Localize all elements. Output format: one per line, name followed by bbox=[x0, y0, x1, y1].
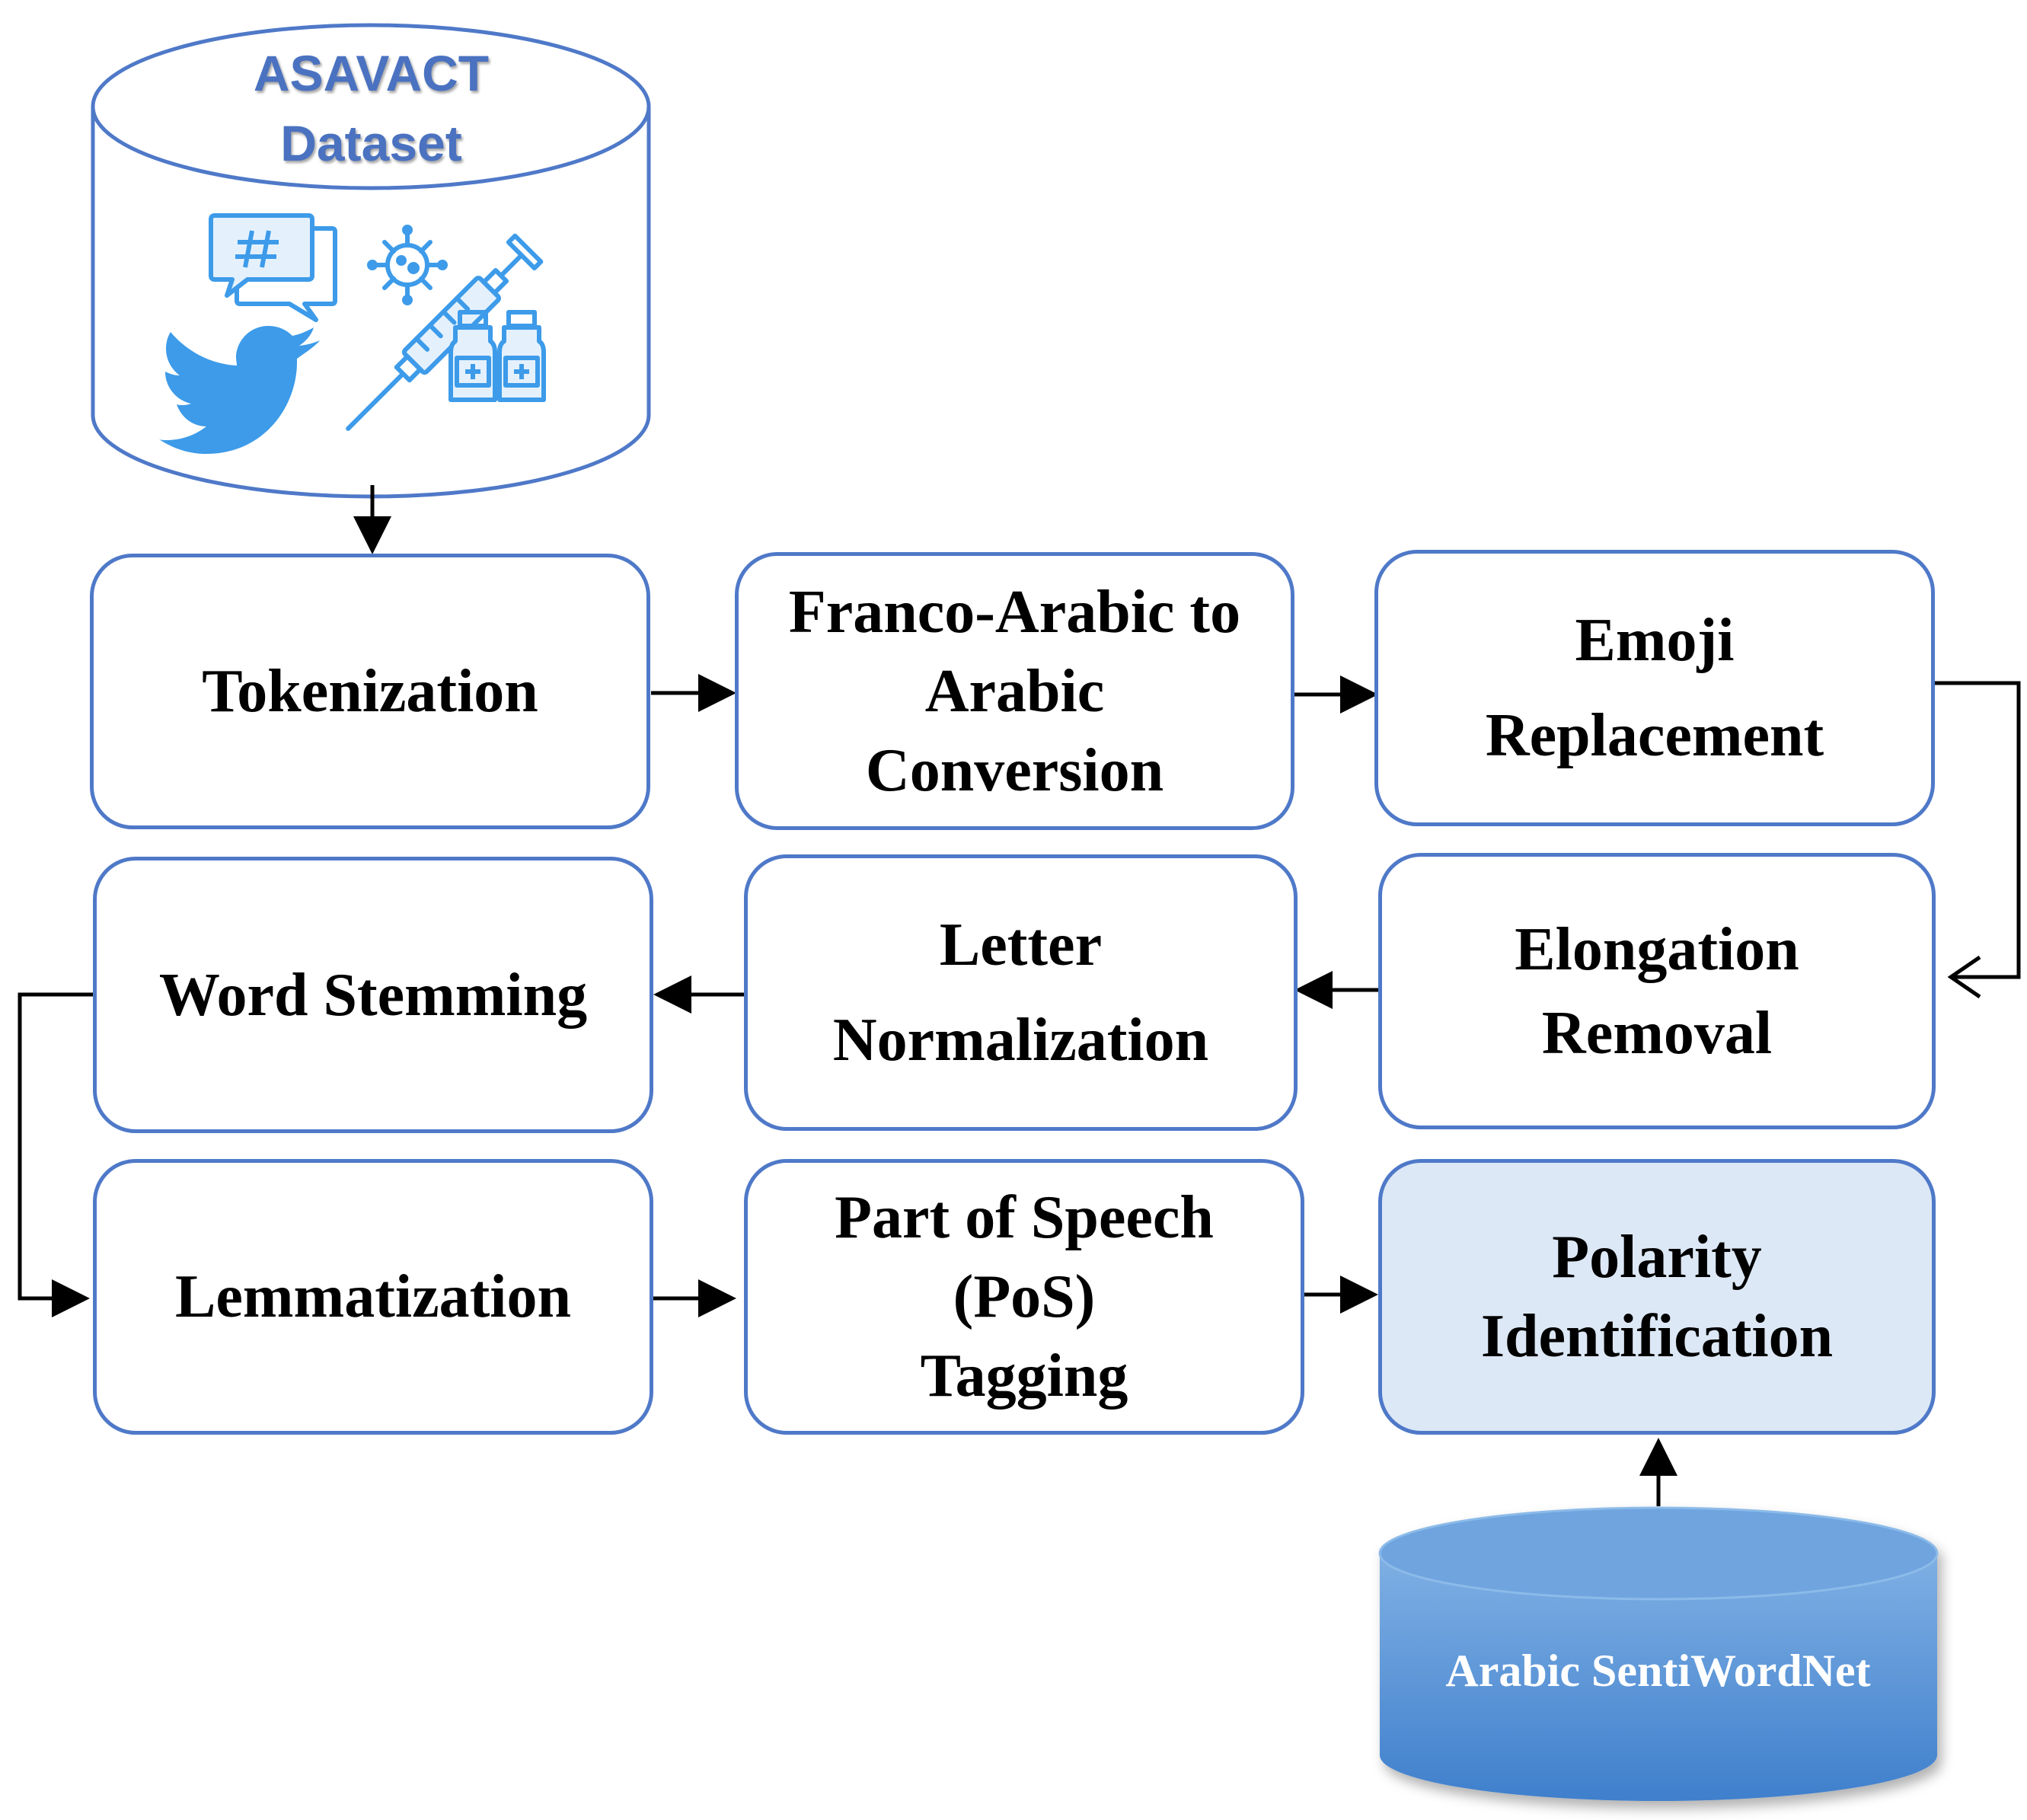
arrow-stemming-to-lemmatization bbox=[18, 992, 93, 1317]
arrow-emoji-to-elongation-head bbox=[1947, 955, 1981, 999]
vaccine-vial-icon bbox=[448, 310, 546, 402]
letter-normalization-box: Letter Normalization bbox=[744, 854, 1298, 1131]
pos-tagging-box: Part of Speech (PoS) Tagging bbox=[744, 1159, 1304, 1435]
emoji-replacement-box: Emoji Replacement bbox=[1374, 550, 1935, 826]
letter-normalization-label: Letter Normalization bbox=[832, 911, 1209, 1074]
syringe-icon bbox=[346, 233, 544, 431]
lexicon-label: Arabic SentiWordNet bbox=[1445, 1646, 1871, 1696]
emoji-replacement-label: Emoji Replacement bbox=[1485, 606, 1824, 769]
virus-icon bbox=[367, 225, 448, 305]
twitter-bird-icon bbox=[159, 326, 320, 454]
lexicon-cylinder bbox=[1378, 1506, 1939, 1801]
word-stemming-box: Word Stemming bbox=[93, 857, 653, 1133]
lemmatization-box: Lemmatization bbox=[93, 1159, 653, 1435]
arrow-emoji-to-elongation bbox=[1935, 681, 2021, 979]
tokenization-label: Tokenization bbox=[202, 658, 538, 725]
word-stemming-label: Word Stemming bbox=[158, 961, 588, 1029]
pos-tagging-label: Part of Speech (PoS) Tagging bbox=[835, 1184, 1214, 1410]
elongation-removal-label: Elongation Removal bbox=[1515, 915, 1799, 1067]
tokenization-box: Tokenization bbox=[90, 554, 650, 829]
lemmatization-label: Lemmatization bbox=[175, 1263, 571, 1330]
polarity-identification-label: Polarity Identification bbox=[1480, 1224, 1834, 1370]
elongation-removal-box: Elongation Removal bbox=[1378, 853, 1936, 1129]
dataset-title: ASAVACT Dataset bbox=[253, 45, 490, 171]
polarity-identification-box: Polarity Identification bbox=[1378, 1159, 1936, 1435]
franco-arabic-conversion-label: Franco-Arabic to Arabic Conversion bbox=[788, 578, 1241, 804]
franco-arabic-conversion-box: Franco-Arabic to Arabic Conversion bbox=[735, 552, 1294, 830]
hashtag-chat-icon bbox=[209, 213, 337, 322]
